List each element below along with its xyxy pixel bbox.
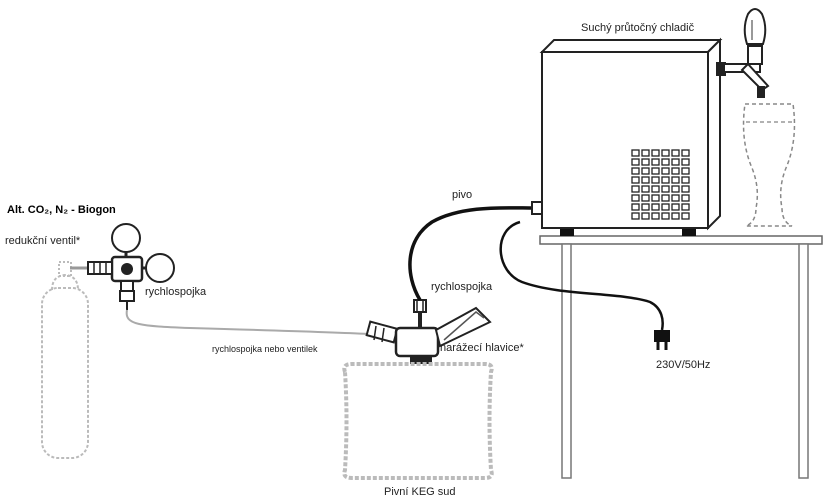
power-label: 230V/50Hz [656, 359, 711, 371]
vent-slot [651, 149, 660, 157]
vent-slot [661, 194, 670, 202]
vent-slot [661, 158, 670, 166]
coupler-head-label: narážecí hlavice* [440, 342, 524, 354]
beer-tap [716, 8, 770, 98]
vent-slot [631, 203, 640, 211]
vent-slot [661, 149, 670, 157]
gas-title-label: Alt. CO₂, N₂ - Biogon [7, 204, 116, 216]
cooler-label: Suchý průtočný chladič [581, 22, 695, 34]
quick-coupling-or-valve-label: rychlospojka nebo ventilek [212, 344, 318, 354]
vent-slot [661, 203, 670, 211]
vent-slot [641, 167, 650, 175]
vent-slot [651, 176, 660, 184]
beer-line-label: pivo [452, 189, 473, 201]
vent-slot [661, 176, 670, 184]
pressure-regulator [87, 223, 175, 310]
vent-slot [631, 212, 640, 220]
vent-slot [651, 185, 660, 193]
vent-slot [681, 176, 690, 184]
vent-slot [641, 194, 650, 202]
cooler-unit [539, 37, 723, 236]
table [539, 235, 823, 479]
vent-slot [631, 176, 640, 184]
vent-slot [671, 149, 680, 157]
vent-slot [681, 185, 690, 193]
gas-cylinder [41, 261, 89, 459]
vent-slot [641, 176, 650, 184]
vent-slot [671, 212, 680, 220]
vent-slot [681, 212, 690, 220]
vent-slot [631, 167, 640, 175]
vent-slot [671, 158, 680, 166]
vent-slot [661, 212, 670, 220]
coupler-head [394, 299, 492, 364]
quick-coupling-head-label: rychlospojka [431, 281, 493, 293]
quick-coupling-regulator-label: rychlospojka [145, 286, 207, 298]
vent-slot [661, 167, 670, 175]
vent-slot [631, 158, 640, 166]
vent-slot [681, 149, 690, 157]
vent-slot [661, 185, 670, 193]
vent-slot [681, 203, 690, 211]
vent-slot [671, 185, 680, 193]
cooler-vent-grille [631, 149, 690, 220]
vent-slot [631, 185, 640, 193]
vent-slot [671, 167, 680, 175]
vent-slot [671, 176, 680, 184]
vent-slot [641, 203, 650, 211]
pressure-regulator-label: redukční ventil* [5, 235, 81, 247]
power-cable [499, 220, 664, 331]
vent-slot [651, 167, 660, 175]
vent-slot [681, 167, 690, 175]
vent-slot [631, 149, 640, 157]
vent-slot [681, 158, 690, 166]
vent-slot [641, 158, 650, 166]
beer-inlet-fitting [531, 201, 543, 215]
beer-glass [742, 103, 796, 227]
vent-slot [641, 212, 650, 220]
vent-slot [651, 158, 660, 166]
vent-slot [641, 185, 650, 193]
power-plug [654, 330, 670, 350]
vent-slot [631, 194, 640, 202]
vent-slot [651, 203, 660, 211]
gas-inlet-coupling [365, 320, 399, 344]
vent-slot [681, 194, 690, 202]
keg-label: Pivní KEG sud [384, 486, 456, 498]
beer-keg [342, 362, 494, 480]
vent-slot [671, 203, 680, 211]
beer-hose [408, 206, 535, 301]
vent-slot [651, 212, 660, 220]
vent-slot [651, 194, 660, 202]
gas-hose [125, 309, 369, 335]
vent-slot [671, 194, 680, 202]
vent-slot [641, 149, 650, 157]
